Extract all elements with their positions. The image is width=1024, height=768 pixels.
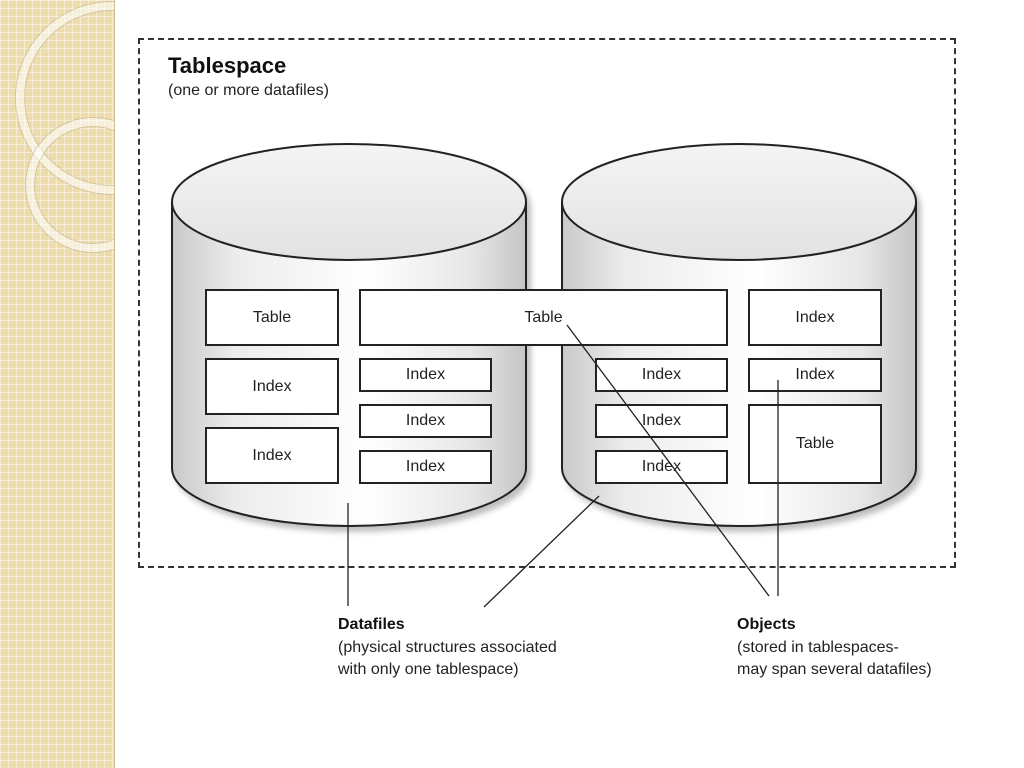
tablespace-title: Tablespace <box>168 53 287 78</box>
left-index-box: Index <box>205 427 339 484</box>
tablespace-subtitle: (one or more datafiles) <box>168 82 329 99</box>
datafiles-label-heading: Datafiles <box>338 616 405 633</box>
right-small-index-box: Index <box>595 450 728 484</box>
right-small-index-box: Index <box>595 358 728 392</box>
right-small-index-box: Index <box>748 358 882 392</box>
objects-label-heading: Objects <box>737 616 796 633</box>
left-small-index-box: Index <box>359 358 492 392</box>
datafiles-label-line1: (physical structures associated <box>338 639 557 656</box>
decorative-side-strip <box>0 0 115 768</box>
spanning-table-box: Table <box>359 289 728 346</box>
left-small-index-box: Index <box>359 404 492 438</box>
datafiles-label-line2: with only one tablespace) <box>338 661 519 678</box>
objects-label-line1: (stored in tablespaces- <box>737 639 899 656</box>
left-table-box: Table <box>205 289 339 346</box>
right-index-box: Index <box>748 289 882 346</box>
objects-label-line2: may span several datafiles) <box>737 661 932 678</box>
left-index-box: Index <box>205 358 339 415</box>
right-small-index-box: Index <box>595 404 728 438</box>
left-small-index-box: Index <box>359 450 492 484</box>
decorative-ring <box>26 118 114 252</box>
right-table-box: Table <box>748 404 882 484</box>
